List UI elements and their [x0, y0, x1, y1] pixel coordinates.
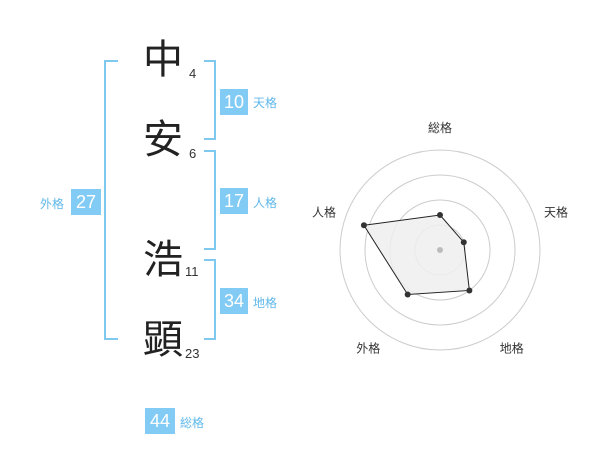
radar-area: [363, 214, 470, 296]
radar-shape: [360, 212, 473, 298]
radar-point-0: [437, 212, 443, 218]
tenkaku-label: 天格: [253, 96, 278, 110]
given-char-1-strokes: 11: [185, 264, 199, 279]
gaikaku-value: 27: [71, 189, 101, 215]
chikaku-value: 34: [220, 288, 248, 314]
given-char-2-strokes: 23: [185, 346, 200, 361]
jinkaku-value: 17: [220, 188, 248, 214]
radar-center-point: [437, 247, 443, 253]
given-char-2: 顕: [143, 317, 183, 363]
radar-point-2: [466, 287, 473, 294]
given-char-1: 浩: [143, 237, 183, 283]
gaikaku-label: 外格: [40, 197, 65, 211]
soukaku-value: 44: [145, 408, 175, 434]
radar-axis-label-1: 天格: [544, 204, 568, 219]
radar-axis-label-2: 地格: [500, 341, 524, 356]
radar-ring: [364, 174, 516, 326]
jinkaku-label: 人格: [253, 196, 278, 210]
radar-point-3: [404, 291, 411, 298]
jinkaku-bracket: [204, 150, 216, 250]
surname-char-2: 安: [143, 117, 183, 163]
soukaku-label: 総格: [180, 416, 205, 430]
gaikaku-bracket: [104, 60, 118, 340]
radar-axis-label-0: 総格: [428, 120, 452, 135]
radar-axis-label-3: 外格: [356, 341, 380, 356]
radar-point-1: [460, 239, 467, 246]
chikaku-bracket: [204, 259, 216, 340]
surname-char-1: 中: [143, 37, 183, 83]
chikaku-label: 地格: [253, 296, 278, 310]
radar-axis-label-4: 人格: [312, 204, 336, 219]
radar-ring: [339, 149, 541, 351]
tenkaku-bracket: [204, 60, 216, 140]
radar-point-4: [360, 222, 367, 229]
surname-char-2-strokes: 6: [189, 146, 197, 161]
surname-char-1-strokes: 4: [189, 66, 197, 81]
tenkaku-value: 10: [220, 89, 248, 115]
